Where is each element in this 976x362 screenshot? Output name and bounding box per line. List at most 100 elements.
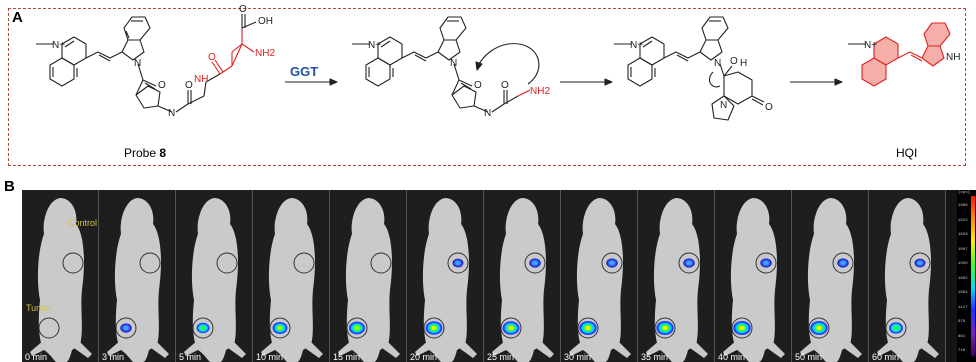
colorbar-tick: 1012 xyxy=(958,218,968,223)
roi-circle-control xyxy=(293,252,315,274)
imaging-frame-50-min: 50 min xyxy=(792,190,869,362)
time-label: 40 min xyxy=(718,352,746,362)
roi-circle-control xyxy=(139,252,161,274)
roi-circle-control xyxy=(447,252,469,274)
roi-circle-tumor xyxy=(500,317,522,339)
time-label: 10 min xyxy=(256,352,284,362)
mouse-leg-right xyxy=(536,340,554,358)
mouse-image xyxy=(407,190,483,362)
int2-nplus-label: N+ xyxy=(630,40,643,51)
probe-nh2-label: NH2 xyxy=(255,48,275,59)
mouse-leg-left xyxy=(492,340,510,356)
mouse-leg-right xyxy=(228,340,246,358)
int2-indole-n-label: N xyxy=(714,58,721,69)
time-label: 15 min xyxy=(333,352,361,362)
diketopiperazine-ring xyxy=(723,71,753,105)
roi-circle-tumor xyxy=(423,317,445,339)
mouse-image xyxy=(330,190,406,362)
mouse-leg-right xyxy=(613,340,631,358)
probe-indole-benzene xyxy=(123,16,151,41)
roi-circle-control xyxy=(601,252,623,274)
mouse-image xyxy=(484,190,560,362)
mouse-body xyxy=(37,198,84,362)
mouse-body xyxy=(345,198,392,362)
mouse-image xyxy=(715,190,791,362)
mouse-body xyxy=(576,198,623,362)
mouse-image xyxy=(176,190,252,362)
tumor-heat-3 xyxy=(431,326,437,330)
int2-nh-h-label: H xyxy=(740,58,747,69)
mouse-body xyxy=(191,198,238,362)
hqi-indole-pyrrole xyxy=(921,45,945,67)
roi-circle-tumor xyxy=(269,317,291,339)
roi-circle-control xyxy=(62,252,84,274)
imaging-frame-3-min: 3 min xyxy=(99,190,176,362)
roi-circle-tumor xyxy=(192,317,214,339)
tumor-heat-3 xyxy=(354,326,360,330)
roi-circle-control xyxy=(524,252,546,274)
colorbar-tick: 1092 xyxy=(958,276,968,281)
mouse-leg-right xyxy=(690,340,708,358)
time-label: 20 min xyxy=(410,352,438,362)
time-label: 50 min xyxy=(795,352,823,362)
colorbar-tick: 1007 xyxy=(958,247,968,252)
reaction-scheme: N+ N O N O OH O NH2 NH O NH2 N+ N O N O … xyxy=(36,4,960,121)
int1-nplus-label: N+ xyxy=(368,40,381,51)
mouse-body xyxy=(807,198,854,362)
mouse-leg-left xyxy=(261,340,279,356)
tumor-heat-3 xyxy=(894,326,898,330)
mouse-leg-right xyxy=(74,340,92,358)
imaging-frame-10-min: 10 min xyxy=(253,190,330,362)
mouse-leg-left xyxy=(30,340,48,356)
mouse-image xyxy=(253,190,329,362)
colorbar-tick: 716 xyxy=(958,349,966,353)
control-heat-3 xyxy=(918,261,922,265)
time-label: 25 min xyxy=(487,352,515,362)
imaging-frame-40-min: 40 min xyxy=(715,190,792,362)
control-heat-3 xyxy=(687,261,691,265)
mouse-leg-left xyxy=(800,340,818,356)
control-heat-3 xyxy=(610,261,614,265)
mouse-leg-left xyxy=(415,340,433,356)
probe-carbonyl-o1: O xyxy=(158,80,166,91)
roi-label-control: Control xyxy=(68,218,98,228)
imaging-frame-30-min: 30 min xyxy=(561,190,638,362)
mouse-image xyxy=(22,190,98,362)
roi-label-tumor: Tumor xyxy=(26,303,52,313)
mouse-body xyxy=(730,198,777,362)
control-heat-3 xyxy=(841,261,845,265)
mouse-leg-left xyxy=(569,340,587,356)
panel-a-label: A xyxy=(12,9,23,26)
int2-carbonyl-o: O xyxy=(765,102,773,113)
tumor-heat-3 xyxy=(508,326,514,330)
mouse-body xyxy=(884,198,931,362)
mouse-leg-left xyxy=(723,340,741,356)
imaging-frame-35-min: 35 min xyxy=(638,190,715,362)
int1-carbonyl-o1: O xyxy=(474,80,482,91)
int1-indole-n-label: N xyxy=(450,58,457,69)
mouse-leg-right xyxy=(459,340,477,358)
panel-a-scheme xyxy=(8,8,966,166)
ggt-enzyme-label: GGT xyxy=(290,64,318,79)
mouse-leg-right xyxy=(767,340,785,358)
control-heat-3 xyxy=(456,261,460,265)
probe-carbonyl-o2: O xyxy=(185,80,193,91)
mouse-leg-right xyxy=(151,340,169,358)
probe-nplus-label: N+ xyxy=(52,40,65,51)
mouse-leg-right xyxy=(921,340,939,358)
probe-proline-ring xyxy=(135,85,161,109)
hqi-benzo-ring xyxy=(861,57,887,87)
probe-indole-pyrrole xyxy=(121,39,145,61)
mouse-body xyxy=(114,198,161,362)
probe-oh-label: OH xyxy=(258,16,273,27)
roi-circle-control xyxy=(832,252,854,274)
colorbar-tick: 1030 xyxy=(958,262,968,266)
mouse-image xyxy=(561,190,637,362)
int1-proline-n-label: N xyxy=(484,108,491,119)
tumor-heat-3 xyxy=(124,326,128,330)
mouse-image xyxy=(99,190,175,362)
imaging-frame-20-min: 20 min xyxy=(407,190,484,362)
tumor-heat-3 xyxy=(816,326,822,330)
imaging-frame-60-min: 60 min xyxy=(869,190,946,362)
